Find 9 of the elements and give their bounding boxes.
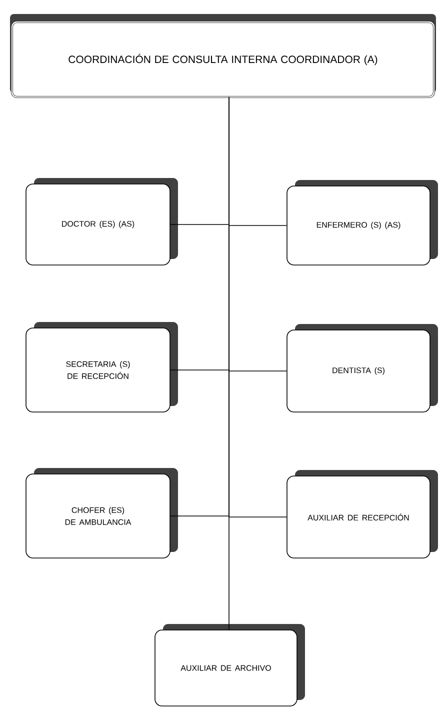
org-box: AUXILIAR DE ARCHIVO <box>154 624 305 706</box>
org-box: ENFERMERO (S) (AS) <box>286 180 438 266</box>
org-box: CHOFER (ES) DE AMBULANCIA <box>26 468 178 558</box>
org-box: DOCTOR (ES) (AS) <box>26 178 178 266</box>
org-box: DENTISTA (S) <box>286 324 438 412</box>
org-box: SECRETARIA (S) DE RECEPCIÓN <box>26 322 178 412</box>
org-box: AUXILIAR DE RECEPCIÓN <box>286 470 438 558</box>
connector-line <box>228 96 230 630</box>
org-box: COORDINACIÓN DE CONSULTA INTERNA COORDINADOR (A) <box>10 14 436 98</box>
